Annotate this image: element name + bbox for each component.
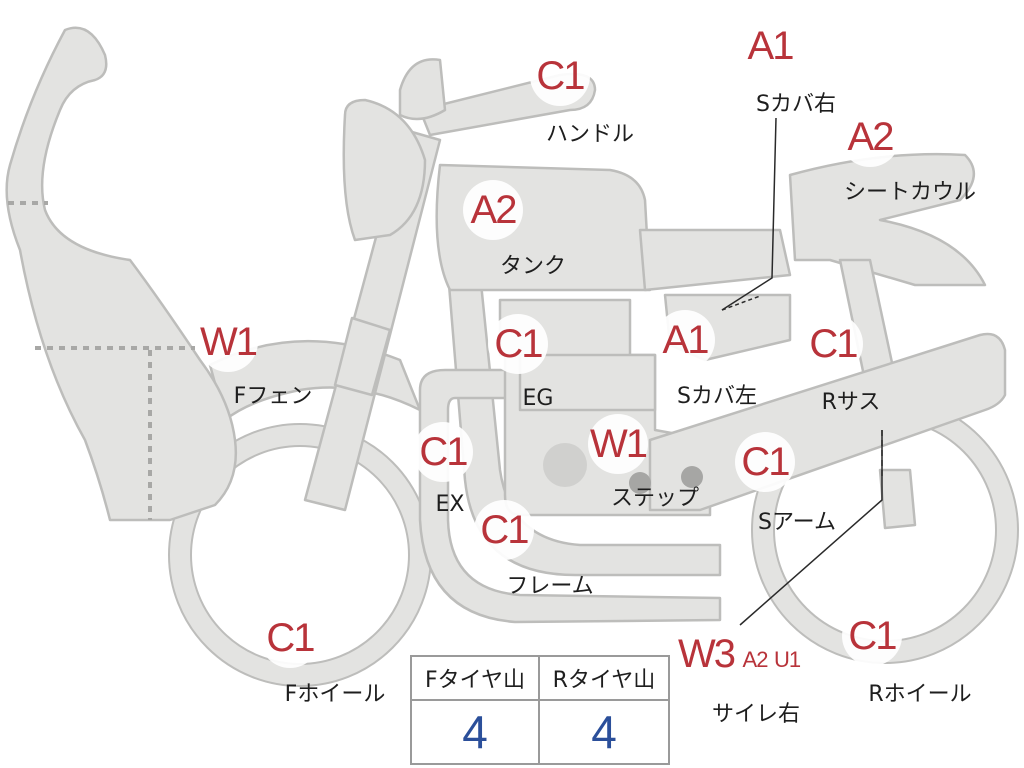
rear-suspension-grade: C1	[803, 314, 863, 374]
handle-label: ハンドル	[545, 122, 635, 147]
front-cowl-shape	[5, 26, 237, 522]
step-grade: W1	[588, 414, 648, 474]
tank-label: タンク	[499, 254, 567, 279]
seat-cowl-label: シートカウル	[843, 180, 977, 205]
front-wheel-label: Fホイール	[284, 682, 386, 707]
rear-wheel-label: Rホイール	[868, 682, 972, 707]
tank-grade: A2	[463, 180, 523, 240]
front-wheel-grade: C1	[260, 608, 320, 668]
silencer-right-grade-2: A2	[738, 643, 772, 677]
front-tire-tread-header: Fタイヤ山	[412, 657, 540, 701]
silencer-right-grade-3: U1	[770, 643, 804, 677]
handle-grade: C1	[530, 46, 590, 106]
tire-tread-table: Fタイヤ山 Rタイヤ山 4 4	[410, 655, 670, 765]
frame-grade: C1	[474, 500, 534, 560]
front-fender-label: Fフェン	[233, 384, 313, 409]
scover-right-label: Sカバ右	[756, 92, 836, 117]
rear-suspension-label: Rサス	[821, 390, 881, 415]
headlight-shape	[342, 98, 427, 242]
exhaust-grade: C1	[413, 422, 473, 482]
engine-label: EG	[522, 386, 554, 411]
rear-wheel-grade: C1	[842, 606, 902, 666]
exhaust-label: EX	[435, 492, 465, 517]
front-wheel-shape	[169, 424, 431, 686]
scover-left-label: Sカバ左	[677, 384, 757, 409]
front-tire-tread-value: 4	[412, 701, 540, 763]
front-fender-grade: W1	[198, 312, 258, 372]
swingarm-label: Sアーム	[758, 510, 836, 535]
engine-grade: C1	[488, 314, 548, 374]
scover-right-grade: A1	[740, 16, 800, 76]
scover-left-grade: A1	[655, 310, 715, 370]
swingarm-grade: C1	[735, 432, 795, 492]
frame-label: フレーム	[506, 574, 594, 599]
seat-cowl-grade: A2	[840, 107, 900, 167]
silencer-right-label: サイレ右	[711, 702, 801, 727]
rear-tire-tread-header: Rタイヤ山	[540, 657, 668, 701]
step-label: ステップ	[610, 486, 700, 511]
silencer-right-grade: W3	[676, 624, 736, 684]
seat-base-shape	[638, 228, 792, 292]
rear-tire-tread-value: 4	[591, 706, 617, 758]
